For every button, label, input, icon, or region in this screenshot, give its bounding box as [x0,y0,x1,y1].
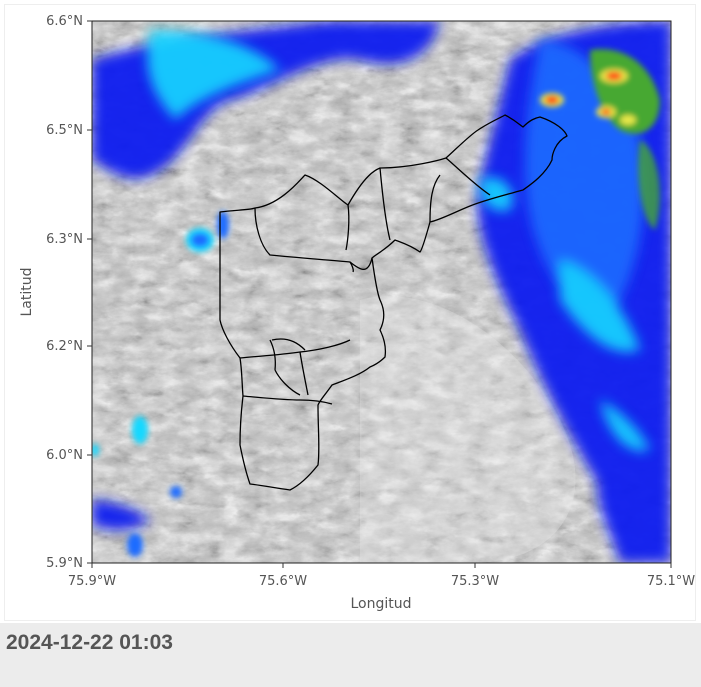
y-tick-label: 6.2°N [46,339,83,354]
footer-bar: 2024-12-22 01:03 [0,623,701,687]
timestamp: 2024-12-22 01:03 [6,631,173,654]
y-axis-title: Latitud [19,267,35,316]
plot-border [91,20,672,564]
precipitation-overlay [92,21,671,563]
x-tick-label: 75.1°W [647,574,695,589]
municipal-boundaries [219,114,568,491]
y-tick-label: 6.5°N [46,123,83,138]
x-tick-labels: 75.9°W 75.6°W 75.3°W 75.1°W [68,574,695,589]
map-figure: 75.9°W 75.6°W 75.3°W 75.1°W 6.6°N 6.5°N … [19,14,695,612]
y-tick-label: 6.3°N [46,232,83,247]
x-tick-label: 75.3°W [451,574,499,589]
y-tick-label: 6.0°N [46,448,83,463]
plateau-shade [360,296,576,563]
x-axis-title: Longitud [350,596,411,612]
x-tick-label: 75.6°W [259,574,307,589]
y-tick-label: 6.6°N [46,14,83,29]
y-tick-label: 5.9°N [46,556,83,571]
figure-frame [4,4,696,621]
x-tick-label: 75.9°W [68,574,116,589]
y-tick-labels: 6.6°N 6.5°N 6.3°N 6.2°N 6.0°N 5.9°N [46,14,83,571]
axis-ticks [87,20,672,568]
